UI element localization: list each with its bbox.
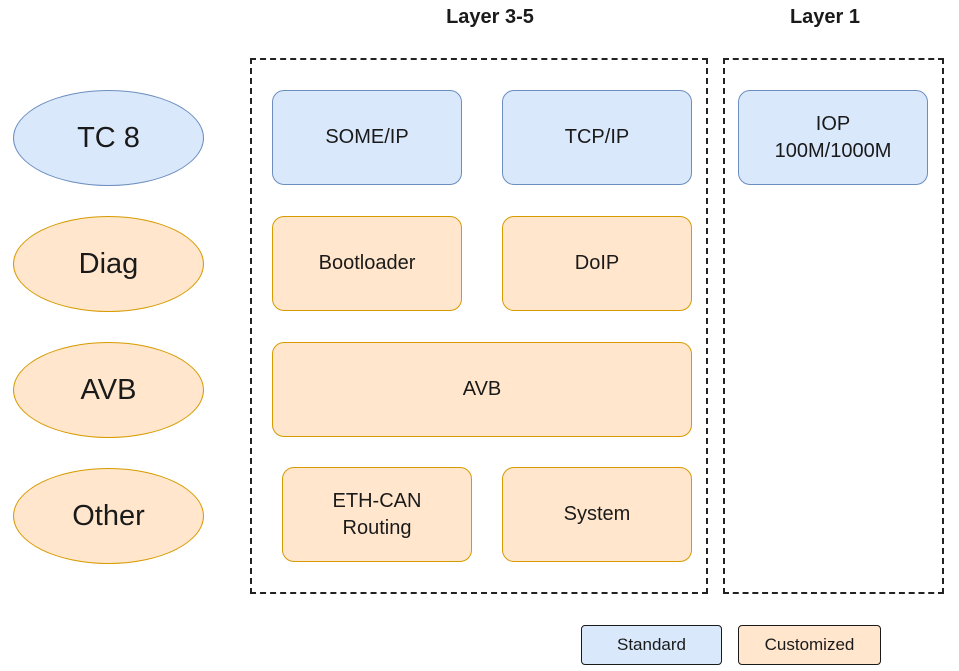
- system-box: System: [502, 467, 692, 562]
- tcpip-box: TCP/IP: [502, 90, 692, 185]
- category-diag-oval: Diag: [13, 216, 204, 312]
- eth-can-routing-box: ETH-CAN Routing: [282, 467, 472, 562]
- doip-box: DoIP: [502, 216, 692, 311]
- header-layer-3-5: Layer 3-5: [446, 6, 534, 28]
- header-layer-1: Layer 1: [789, 6, 861, 28]
- legend-customized: Customized: [738, 625, 881, 665]
- iop-box: IOP 100M/1000M: [738, 90, 928, 185]
- layer-1-group: [723, 58, 944, 594]
- category-tc8-oval: TC 8: [13, 90, 204, 186]
- avb-box: AVB: [272, 342, 692, 437]
- bootloader-box: Bootloader: [272, 216, 462, 311]
- legend-standard: Standard: [581, 625, 722, 665]
- category-avb-oval: AVB: [13, 342, 204, 438]
- someip-box: SOME/IP: [272, 90, 462, 185]
- layer-3-5-group: [250, 58, 708, 594]
- category-other-oval: Other: [13, 468, 204, 564]
